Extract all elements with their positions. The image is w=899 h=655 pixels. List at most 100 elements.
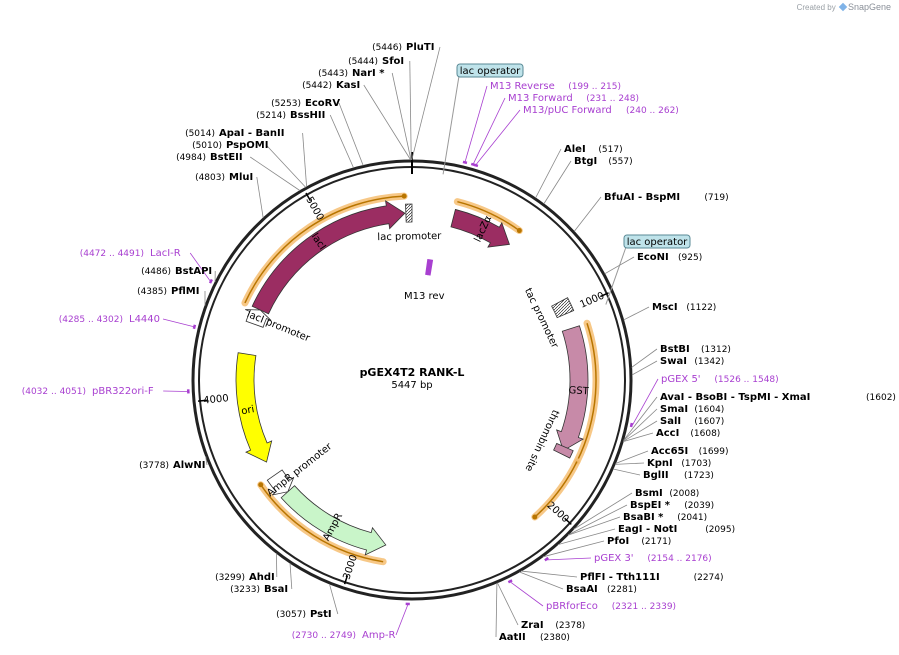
primer: pBRforEco(2321 .. 2339) (546, 601, 676, 612)
site-position: (2281) (607, 585, 637, 595)
orange-arc (576, 323, 597, 462)
site-name: EagI - NotI (618, 524, 677, 535)
site-position: (5253) (271, 99, 301, 109)
site-leader-line (411, 46, 441, 161)
orange-arc (260, 484, 384, 563)
restriction-site: AvaI - BsoBI - TspMI - XmaI(1602) (660, 392, 896, 403)
site-leader-line (623, 408, 658, 441)
site-leader-line (338, 102, 364, 166)
restriction-site: Acc65I (1699) (651, 446, 729, 457)
restriction-site: BstBI(1312) (660, 344, 731, 355)
primer-mark (208, 278, 213, 284)
site-leader-line (623, 306, 650, 321)
restriction-site: (5214)BssHII (256, 110, 325, 121)
restriction-site: (4486)BstAPI (141, 266, 212, 277)
site-leader-line (265, 144, 307, 188)
site-leader-line (520, 570, 578, 578)
restriction-site: BsaAI(2281) (566, 584, 637, 595)
operator-leader-line (605, 246, 627, 305)
primer-position: (4285 .. 4302) (59, 315, 123, 325)
site-name: Acc65I (651, 446, 688, 457)
site-name: MscI (652, 302, 678, 313)
primer-leader-line (464, 85, 488, 162)
site-position: (2378) (555, 621, 585, 631)
restriction-site: BsaBI *(2041) (623, 512, 707, 523)
site-leader-line (519, 571, 564, 590)
scale-tick-label: 1000 (578, 290, 606, 310)
site-position: (925) (678, 253, 702, 263)
site-name: PstI (310, 609, 332, 620)
restriction-site: EcoNI(925) (637, 252, 702, 263)
site-position: (1699) (699, 447, 729, 457)
primer-position: (2154 .. 2176) (647, 554, 711, 564)
primer: (4285 .. 4302)L4440 (59, 314, 160, 325)
site-position: (3233) (230, 585, 260, 595)
operator-label: lac operator (460, 66, 521, 77)
site-position: (517) (598, 145, 622, 155)
restriction-site: SwaI(1342) (660, 356, 724, 367)
primer-leader-line (632, 378, 659, 426)
site-leader-line (302, 132, 308, 187)
site-name: SalI (660, 416, 681, 427)
site-position: (2095) (705, 525, 735, 535)
restriction-site: (5010) PspOMI (192, 140, 268, 151)
primer-leader-line (473, 97, 506, 164)
primer-name: pBRforEco (546, 601, 598, 612)
site-leader-line (615, 462, 645, 465)
site-name: AhdI (249, 572, 275, 583)
primer-name: LacI-R (150, 248, 181, 259)
feature-lacIprom (245, 309, 272, 328)
restriction-site: (4385)PflMI (137, 286, 199, 297)
primer-leader-line (189, 252, 211, 282)
site-position: (4984) (176, 153, 206, 163)
site-name: BsmI (635, 488, 663, 499)
restriction-site: (5442)KasI (302, 80, 360, 91)
feature-taccprom (551, 297, 575, 319)
feature-label: tac promoter (522, 287, 560, 351)
primer-mark (462, 160, 468, 165)
site-leader-line (249, 156, 301, 191)
feature-label: GST (568, 385, 590, 397)
site-position: (2008) (669, 489, 699, 499)
site-leader-line (543, 160, 572, 205)
site-name: NarI * (352, 68, 385, 79)
feature-label: lac promoter (377, 231, 442, 243)
orange-arc (457, 200, 520, 232)
scale-tick (600, 292, 609, 298)
primer-name: M13/pUC Forward (523, 105, 612, 116)
site-position: (1604) (694, 405, 724, 415)
scale-tick (305, 192, 312, 202)
feature-label: AmpR promoter (265, 441, 335, 499)
orange-highlight-layer (241, 192, 600, 566)
site-leader-line (542, 540, 605, 558)
site-position: (1607) (694, 417, 724, 427)
scale-tick (197, 399, 208, 402)
restriction-site: BsmI (2008) (635, 488, 699, 499)
primer-position: (231 .. 248) (586, 94, 639, 104)
site-position: (5443) (318, 69, 348, 79)
site-leader-line (329, 114, 354, 169)
m13-rev-mark (427, 259, 434, 276)
site-name: BsaI (264, 584, 288, 595)
site-name: AlwNI (173, 460, 206, 471)
restriction-site: AccI(1608) (656, 428, 720, 439)
site-name: SwaI (660, 356, 687, 367)
feature-label: ori (240, 404, 255, 417)
site-name: PspOMI (226, 140, 268, 151)
site-name: BsaBI * (623, 512, 664, 523)
site-name: BstBI (660, 344, 690, 355)
primer-mark (629, 422, 634, 428)
primer-position: (1526 .. 1548) (714, 375, 778, 385)
primer: (4032 .. 4051)pBR322ori-F (22, 386, 154, 397)
site-position: (2039) (684, 501, 714, 511)
site-position: (5014) (185, 129, 215, 139)
site-position: (5010) (192, 141, 222, 151)
site-position: (3299) (215, 573, 245, 583)
scale-tick-label: 4000 (203, 393, 229, 406)
site-position: (4385) (137, 287, 167, 297)
site-name: SmaI (660, 404, 688, 415)
operator-leader-line (442, 75, 460, 175)
restriction-site: ZraI(2378) (521, 620, 585, 631)
site-leader-line (631, 360, 658, 376)
